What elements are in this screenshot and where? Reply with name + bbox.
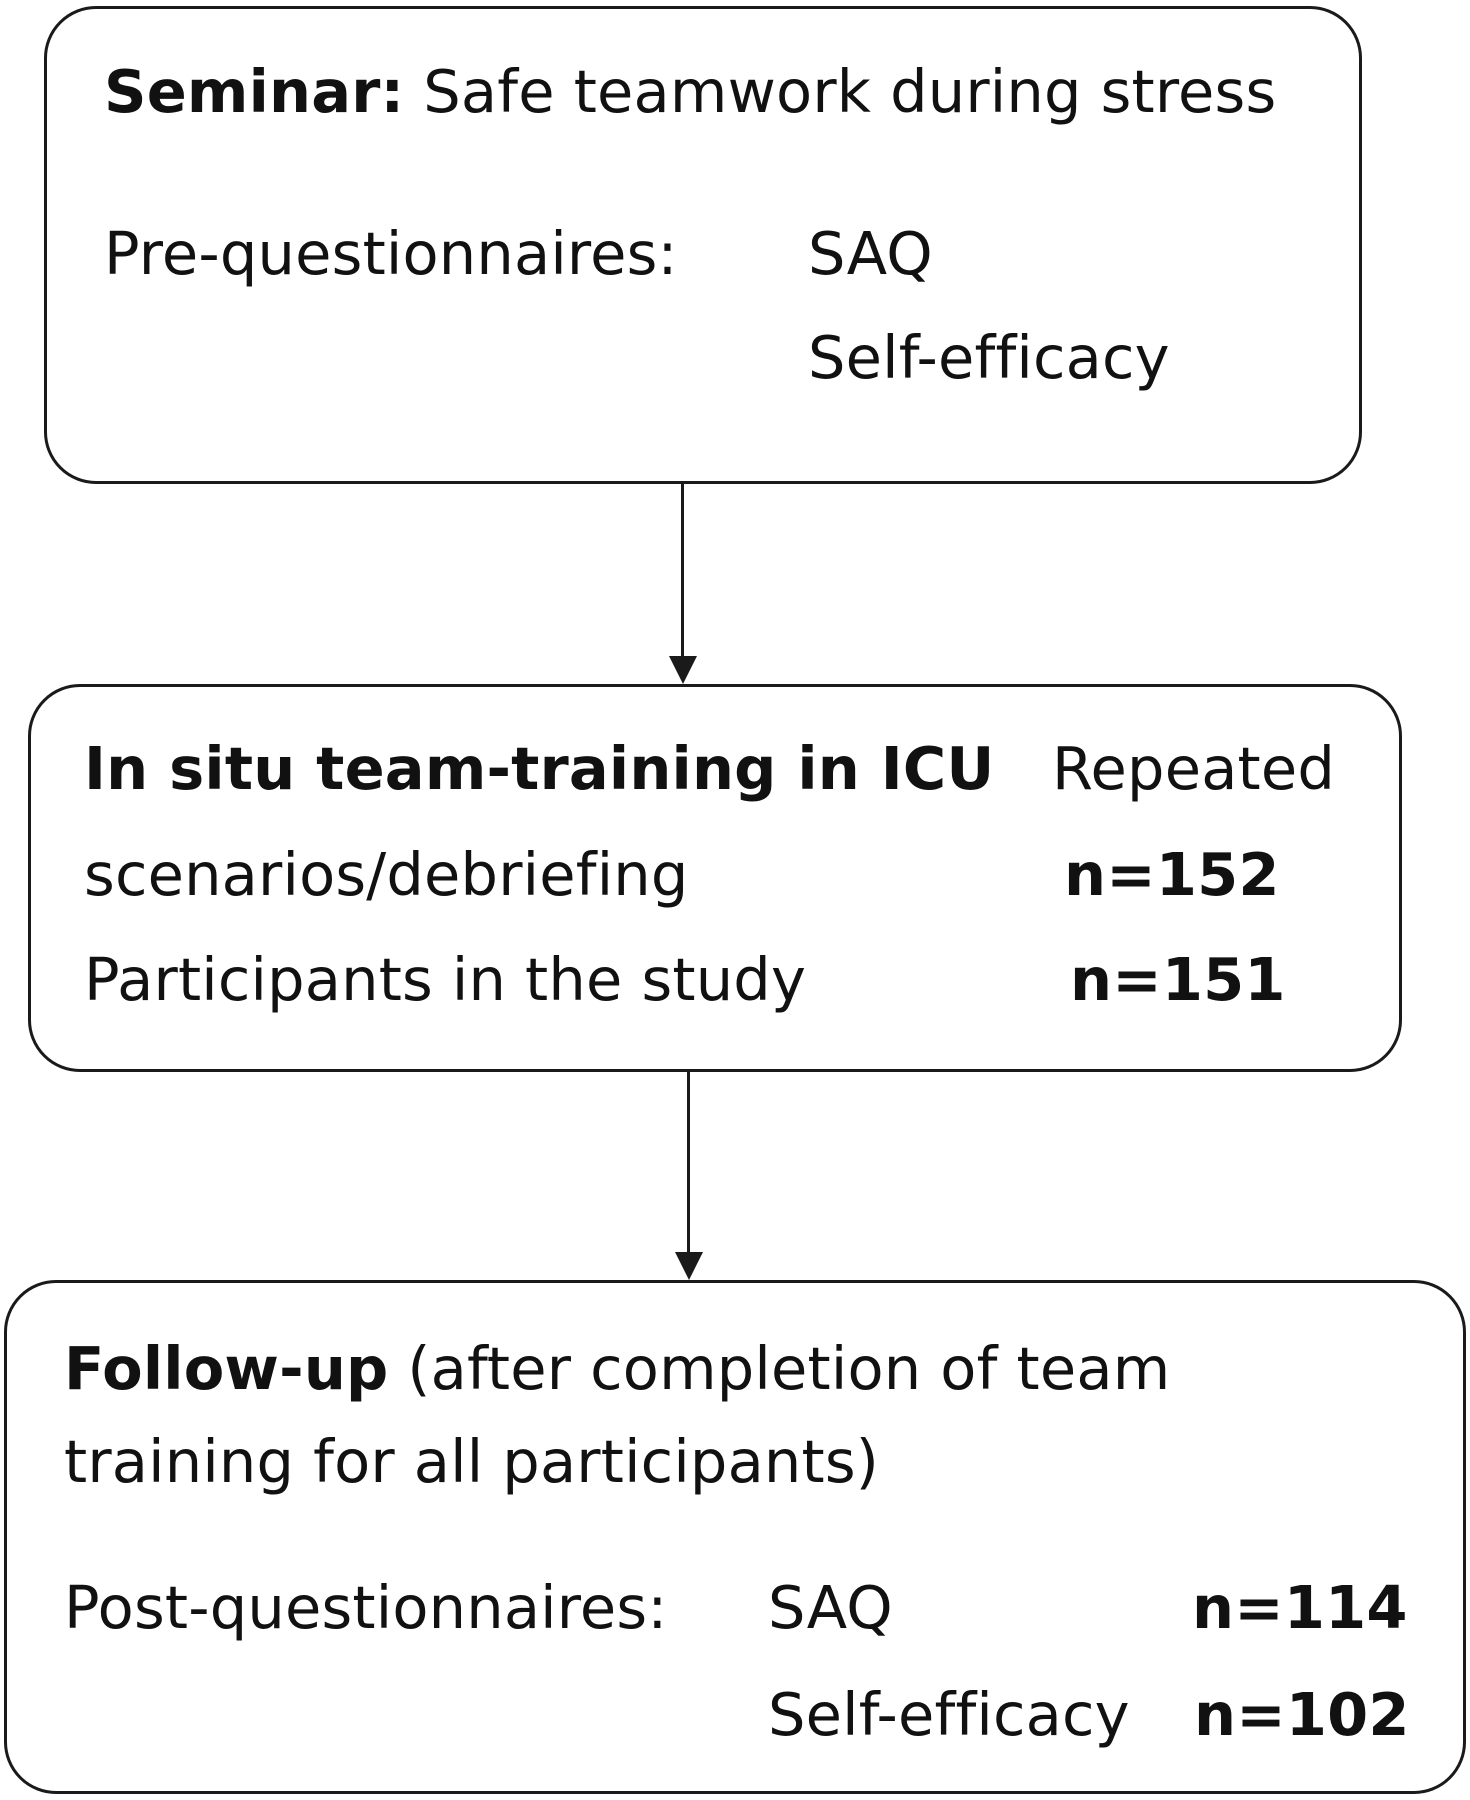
followup-box: [4, 1280, 1466, 1794]
followup-heading: Follow-up (after completion of team: [64, 1339, 1170, 1398]
post-self-efficacy-item: Self-efficacy: [768, 1680, 1130, 1749]
arrow-1-head: [669, 656, 697, 684]
training-participants-label: Participants in the study: [84, 945, 807, 1014]
post-questionnaires-label: Post-questionnaires:: [64, 1573, 668, 1642]
seminar-heading: Seminar: Safe teamwork during stress: [104, 62, 1276, 121]
seminar-title: Safe teamwork during stress: [404, 57, 1277, 126]
training-participants-count: n=151: [1070, 945, 1286, 1014]
seminar-box: [44, 6, 1362, 484]
training-scenarios-label: scenarios/debriefing: [84, 840, 689, 909]
training-repeated: Repeated: [1052, 734, 1336, 803]
post-self-efficacy-count: n=102: [1194, 1680, 1410, 1749]
arrow-2-line: [687, 1072, 690, 1254]
followup-title: (after completion of team: [388, 1334, 1171, 1403]
seminar-label: Seminar:: [104, 57, 405, 126]
followup-title-line2: training for all participants): [64, 1427, 880, 1496]
arrow-1-line: [681, 484, 684, 658]
followup-label: Follow-up: [64, 1334, 389, 1403]
post-saq-count: n=114: [1192, 1573, 1408, 1642]
pre-self-efficacy-item: Self-efficacy: [808, 323, 1170, 392]
pre-saq-item: SAQ: [808, 219, 933, 288]
arrow-2-head: [675, 1252, 703, 1280]
training-title: In situ team-training in ICU: [84, 734, 995, 803]
training-box: [28, 684, 1402, 1072]
training-scenarios-count: n=152: [1064, 840, 1280, 909]
post-saq-item: SAQ: [768, 1573, 893, 1642]
pre-questionnaires-label: Pre-questionnaires:: [104, 219, 678, 288]
